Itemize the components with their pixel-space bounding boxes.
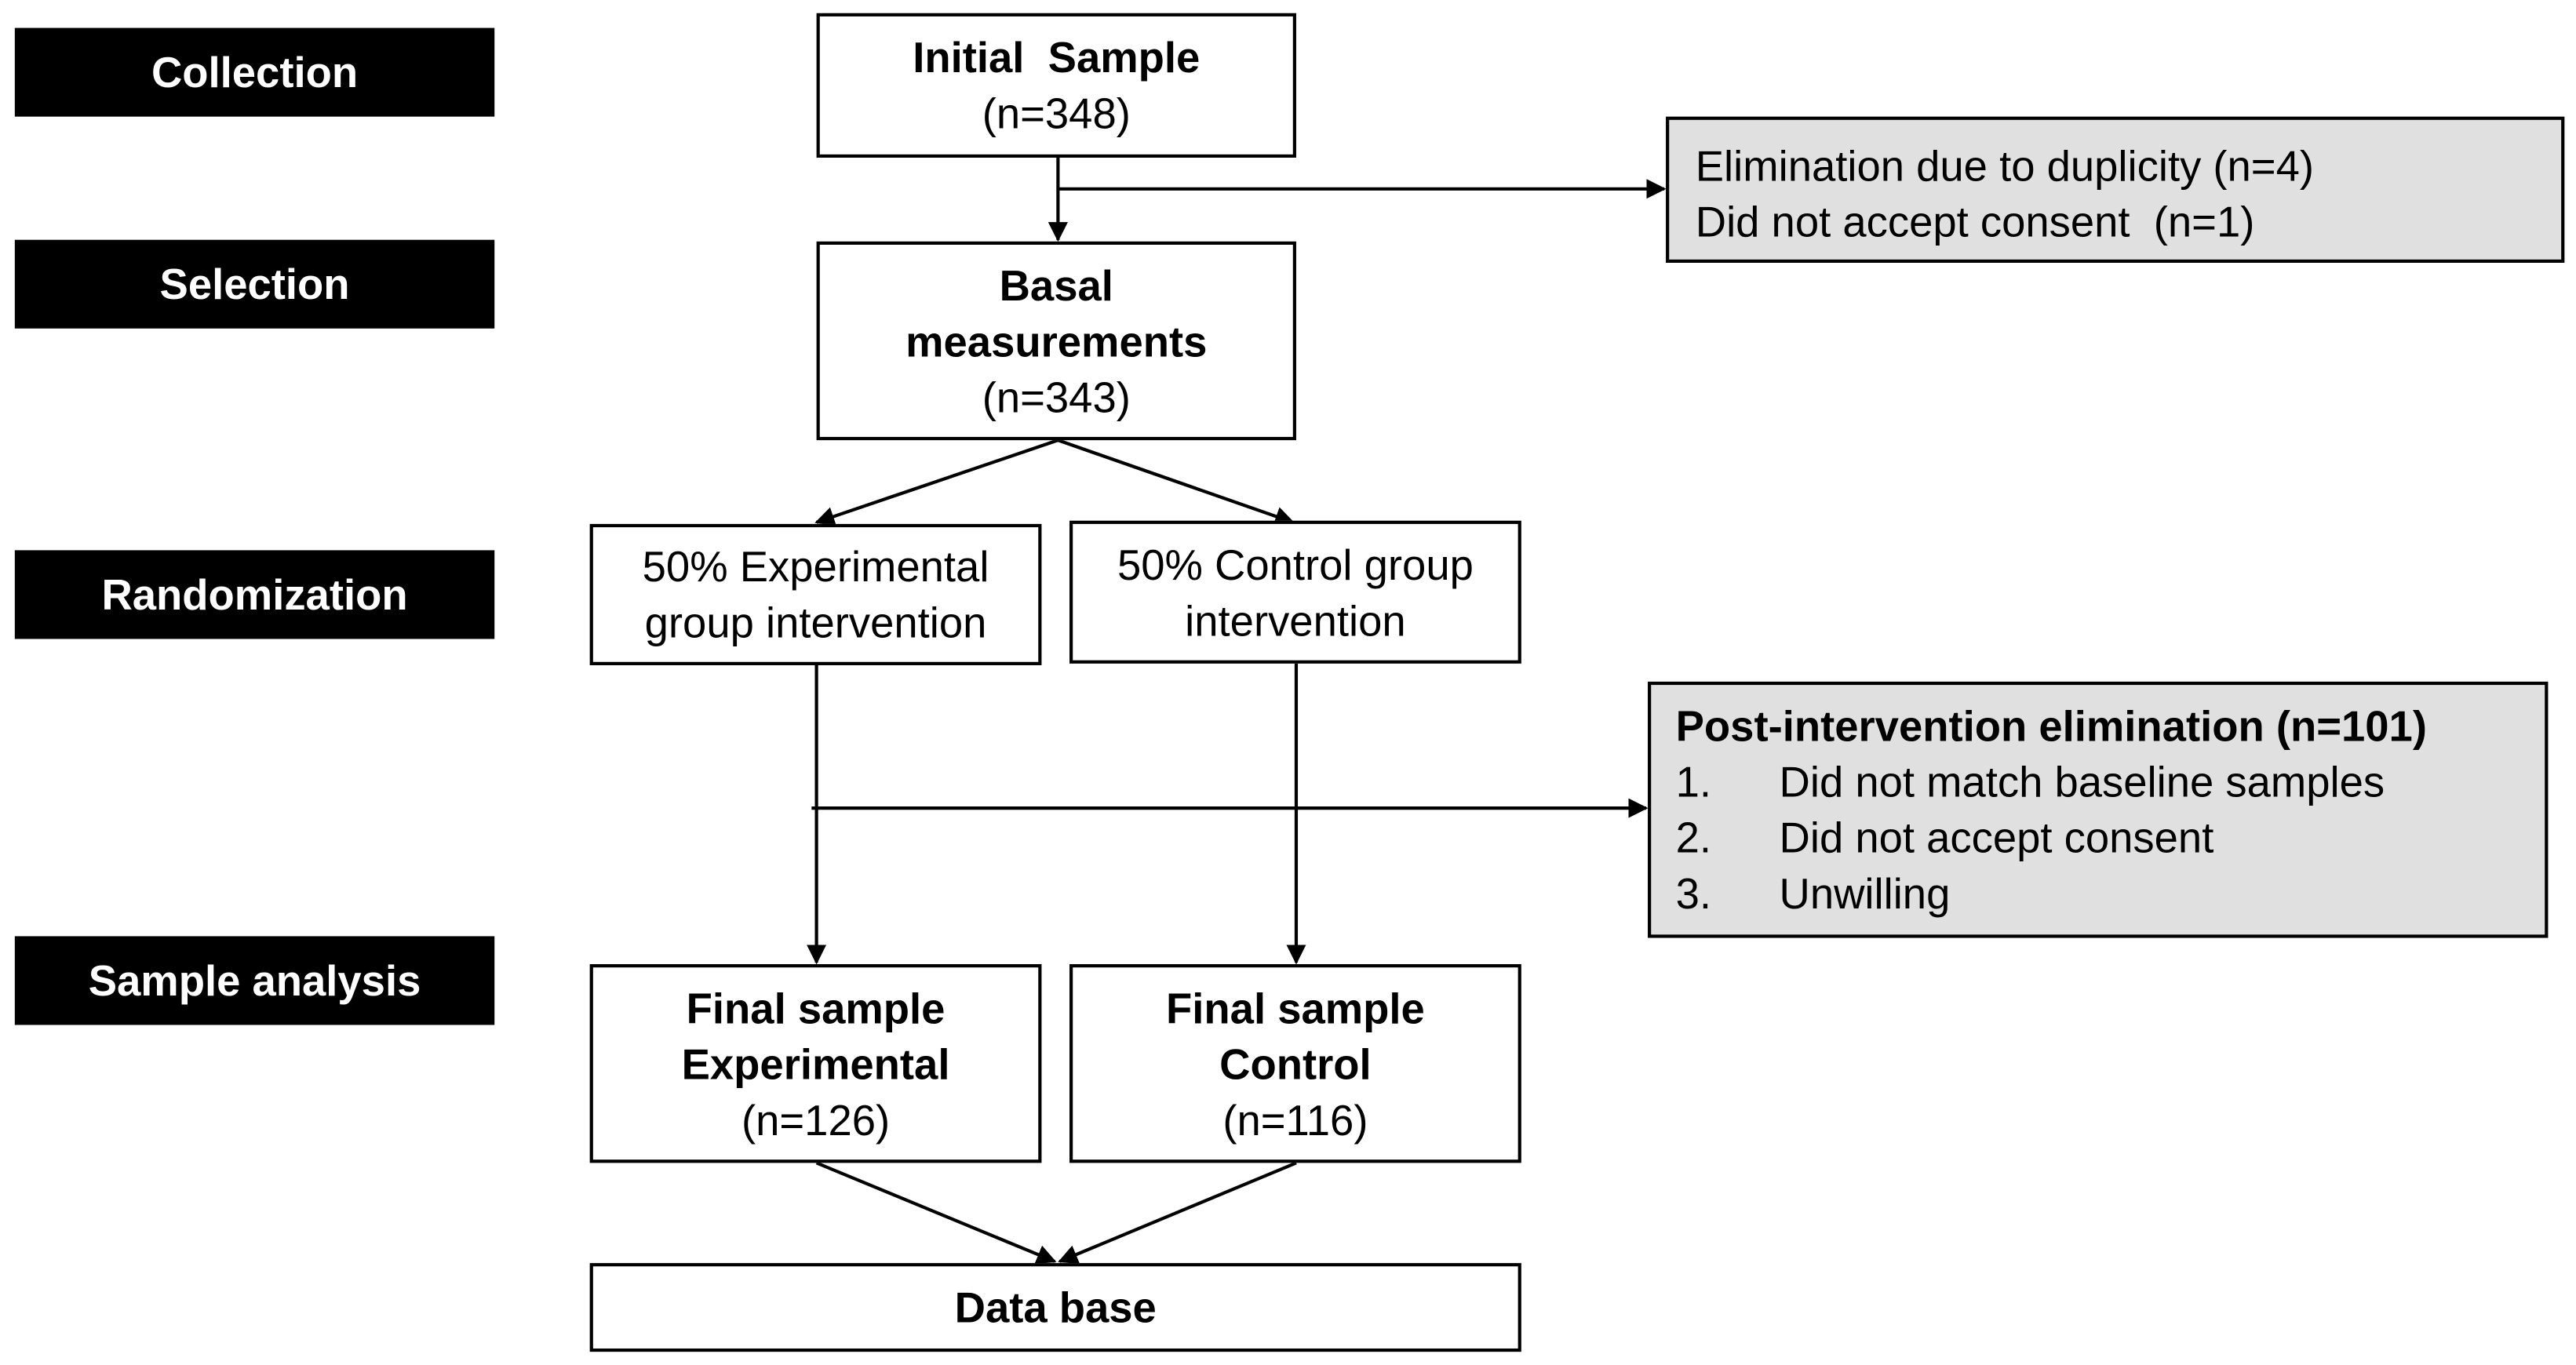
initial-sample-title: Initial Sample	[913, 32, 1201, 82]
initial-sample-count: (n=348)	[982, 89, 1131, 138]
stage-randomization: Randomization	[14, 550, 495, 639]
database-title: Data base	[954, 1283, 1157, 1333]
item-number: 1.	[1675, 757, 1712, 807]
post-intervention-item: 3. Unwilling	[1676, 865, 2545, 921]
arrow-basal-to-experimental	[814, 439, 1059, 526]
experimental-group-box: 50% Experimental group intervention	[589, 523, 1042, 665]
control-group-line1: 50% Control group	[1117, 539, 1474, 589]
final-experimental-box: Final sample Experimental (n=126)	[589, 964, 1042, 1163]
arrow-final-experimental-to-database	[815, 1161, 1057, 1264]
final-experimental-title-line2: Experimental	[681, 1039, 950, 1089]
final-control-title-line2: Control	[1219, 1039, 1372, 1089]
post-intervention-item: 1. Did not match baseline samples	[1676, 754, 2545, 810]
control-group-line2: intervention	[1185, 595, 1406, 645]
experimental-group-line2: group intervention	[644, 598, 987, 647]
final-control-box: Final sample Control (n=116)	[1069, 964, 1521, 1163]
arrow-basal-to-control	[1057, 439, 1295, 526]
elimination-consent: Did not accept consent (n=1)	[1695, 197, 2255, 247]
item-text: Did not match baseline samples	[1779, 757, 2385, 807]
final-experimental-title-line1: Final sample	[686, 983, 946, 1032]
basal-title-line1: Basal	[999, 260, 1113, 310]
item-text: Did not accept consent	[1779, 813, 2214, 863]
control-group-box: 50% Control group intervention	[1069, 520, 1521, 664]
arrow-final-control-to-database	[1058, 1161, 1297, 1264]
basal-measurements-box: Basal measurements (n=343)	[816, 241, 1296, 441]
post-intervention-elimination-box: Post-intervention elimination (n=101) 1.…	[1648, 681, 2549, 938]
database-box: Data base	[589, 1263, 1521, 1352]
experimental-group-line1: 50% Experimental	[642, 541, 989, 592]
post-intervention-title: Post-intervention elimination (n=101)	[1675, 701, 2427, 751]
final-control-count: (n=116)	[1222, 1094, 1368, 1145]
stage-sample-analysis: Sample analysis	[14, 936, 495, 1025]
first-elimination-box: Elimination due to duplicity (n=4) Did n…	[1666, 116, 2565, 263]
initial-sample-box: Initial Sample (n=348)	[816, 13, 1296, 158]
basal-count: (n=343)	[982, 372, 1131, 422]
basal-title-line2: measurements	[905, 316, 1208, 366]
stage-collection: Collection	[14, 27, 495, 117]
elimination-duplicity: Elimination due to duplicity (n=4)	[1695, 141, 2315, 191]
item-text: Unwilling	[1779, 868, 1951, 919]
final-experimental-count: (n=126)	[741, 1094, 891, 1145]
stage-selection: Selection	[14, 239, 495, 329]
item-number: 3.	[1675, 868, 1712, 919]
post-intervention-item: 2. Did not accept consent	[1676, 810, 2545, 865]
item-number: 2.	[1675, 813, 1712, 863]
final-control-title-line1: Final sample	[1166, 983, 1425, 1032]
